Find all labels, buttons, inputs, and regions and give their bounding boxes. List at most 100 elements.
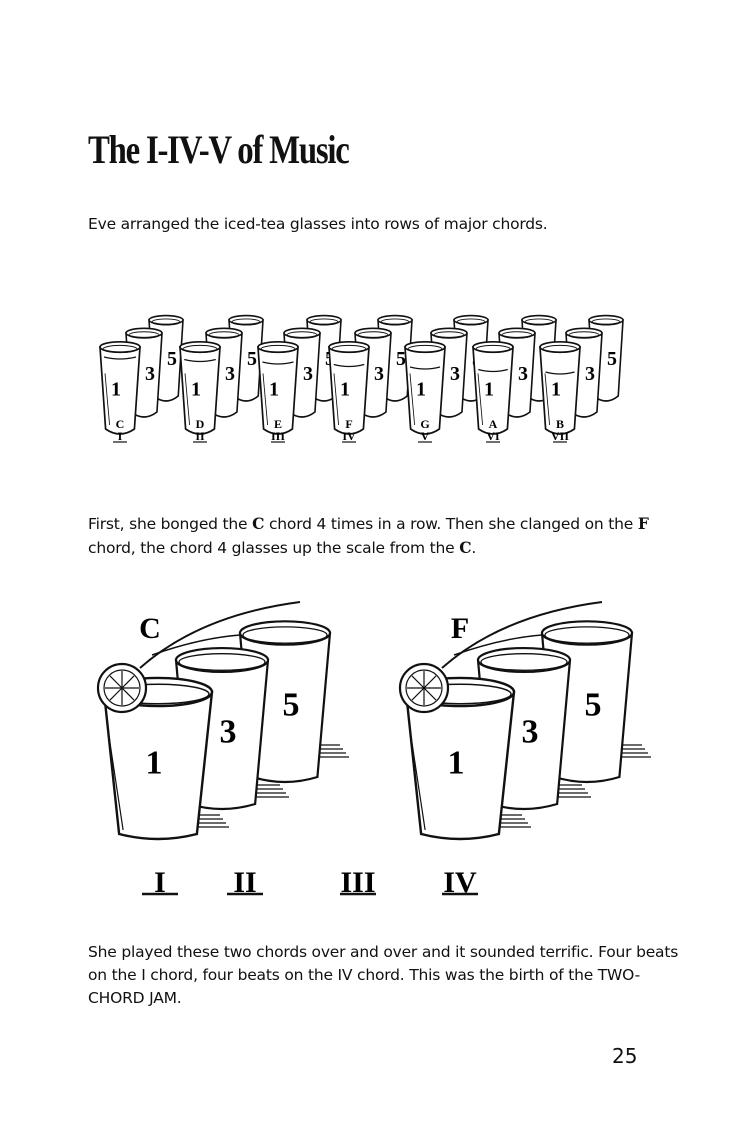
text: chord 4 times in a row. Then she clanged…	[264, 515, 638, 533]
paragraph-intro: Eve arranged the iced-tea glasses into r…	[88, 215, 548, 233]
glass-shine	[184, 373, 191, 426]
glass-body	[257, 346, 299, 435]
glass-number-label: 5	[607, 348, 617, 370]
glass-number-label: 3	[522, 714, 539, 751]
glass-number-label: 3	[374, 363, 384, 385]
glass-shine	[410, 736, 426, 831]
chord-letter: C	[139, 612, 161, 645]
glass-number-label: 5	[283, 687, 300, 724]
tea-level	[262, 361, 294, 365]
tea-level	[545, 371, 575, 375]
chord-numeral-label: II	[195, 429, 205, 443]
glass-number-label: 1	[484, 378, 494, 400]
glass-number-label: 1	[111, 378, 121, 400]
chord-note-label: E	[274, 417, 282, 431]
lemon-slice	[398, 662, 450, 714]
glass-number-label: 1	[416, 378, 426, 400]
glass-rim-inner	[380, 318, 410, 326]
glass-rim-inner	[286, 331, 318, 339]
glass-shine	[104, 373, 111, 426]
glass-rim-inner	[309, 318, 339, 326]
motion-line	[151, 634, 241, 656]
glass-rim	[498, 327, 536, 339]
glass-rim-inner	[331, 344, 367, 354]
glass-rim-inner	[542, 344, 578, 354]
glass-number-label: 1	[191, 378, 201, 400]
tea-level	[103, 356, 137, 360]
lemon-slice	[96, 662, 148, 714]
chord-note-label: G	[420, 417, 429, 431]
glass-rim	[354, 327, 392, 339]
glass-body	[404, 690, 516, 841]
glass-shine	[108, 736, 124, 831]
bold-note-c: C	[252, 514, 265, 533]
glass-number-label: 3	[585, 363, 595, 385]
glass-rim-inner	[433, 331, 465, 339]
lemon-segment	[423, 675, 437, 689]
glass-rim	[283, 327, 321, 339]
glass-rim	[377, 314, 413, 326]
glass-number-label: 3	[225, 363, 235, 385]
paragraph-chords: First, she bonged the C chord 4 times in…	[88, 512, 688, 560]
glass-rim	[540, 620, 634, 646]
chord-numeral-label: I	[118, 429, 123, 443]
glass-rim-inner	[102, 344, 138, 354]
glass-body	[539, 346, 581, 435]
lemon-segment	[121, 687, 135, 701]
text: First, she bonged the	[88, 515, 253, 533]
chord-note-label: B	[556, 417, 564, 431]
glass-rim-inner	[568, 331, 600, 339]
glass-number-label: 3	[518, 363, 528, 385]
glass-rim-inner	[544, 626, 630, 644]
chord-row-illustration: 531CI531DII531EIII531FIV531GV531AVI531BV…	[99, 314, 624, 443]
glass-1: 1	[179, 340, 221, 435]
glass-number-label: 5	[167, 348, 177, 370]
glass-number-label: 1	[448, 744, 465, 781]
chord-numeral-label: III	[271, 429, 285, 443]
chord-note-label: F	[345, 417, 352, 431]
motion-line	[139, 601, 301, 669]
glass-rim-inner	[128, 331, 160, 339]
tea-level	[478, 368, 508, 373]
glass-rim-inner	[178, 653, 266, 671]
chord-numeral-label: V	[421, 429, 430, 443]
glass-number-label: 3	[303, 363, 313, 385]
glass-rim	[148, 314, 184, 326]
glass-rim-inner	[591, 318, 621, 326]
roman-numeral: I	[154, 866, 166, 899]
glass-shine	[544, 373, 551, 426]
lemon-segment	[109, 675, 123, 689]
chord-numeral-label: IV	[342, 429, 356, 443]
glass-1: 1	[99, 340, 141, 435]
glass-body	[102, 690, 214, 841]
glass-rim-inner	[151, 318, 181, 326]
page-number: 25	[612, 1044, 638, 1068]
glass-body	[472, 346, 514, 435]
glass-shine	[409, 373, 416, 426]
glass-rim-inner	[480, 653, 568, 671]
glass-number-label: 1	[146, 744, 163, 781]
lemon-segment	[423, 687, 437, 701]
glass-shine	[262, 373, 269, 426]
text: chord, the chord 4 glasses up the scale …	[88, 539, 460, 557]
glass-rim	[238, 620, 332, 646]
glass-rim-inner	[456, 318, 486, 326]
glass-1: 1	[472, 340, 514, 435]
glass-rim-inner	[182, 344, 218, 354]
glass-rim	[588, 314, 624, 326]
glass-shine	[477, 373, 484, 426]
tea-level	[333, 363, 365, 368]
glass-rim	[430, 327, 468, 339]
page-title: The I-IV-V of Music	[88, 127, 350, 172]
glass-1: 1	[257, 340, 299, 435]
glass-1: 1	[328, 340, 370, 435]
glass-rim	[174, 646, 270, 674]
lemon-segment	[109, 687, 123, 701]
glass-number-label: 1	[340, 378, 350, 400]
glass-body	[99, 346, 141, 435]
glass-rim-inner	[357, 331, 389, 339]
tea-level	[409, 366, 441, 370]
glass-number-label: 5	[396, 348, 406, 370]
chord-letter: F	[451, 612, 469, 645]
